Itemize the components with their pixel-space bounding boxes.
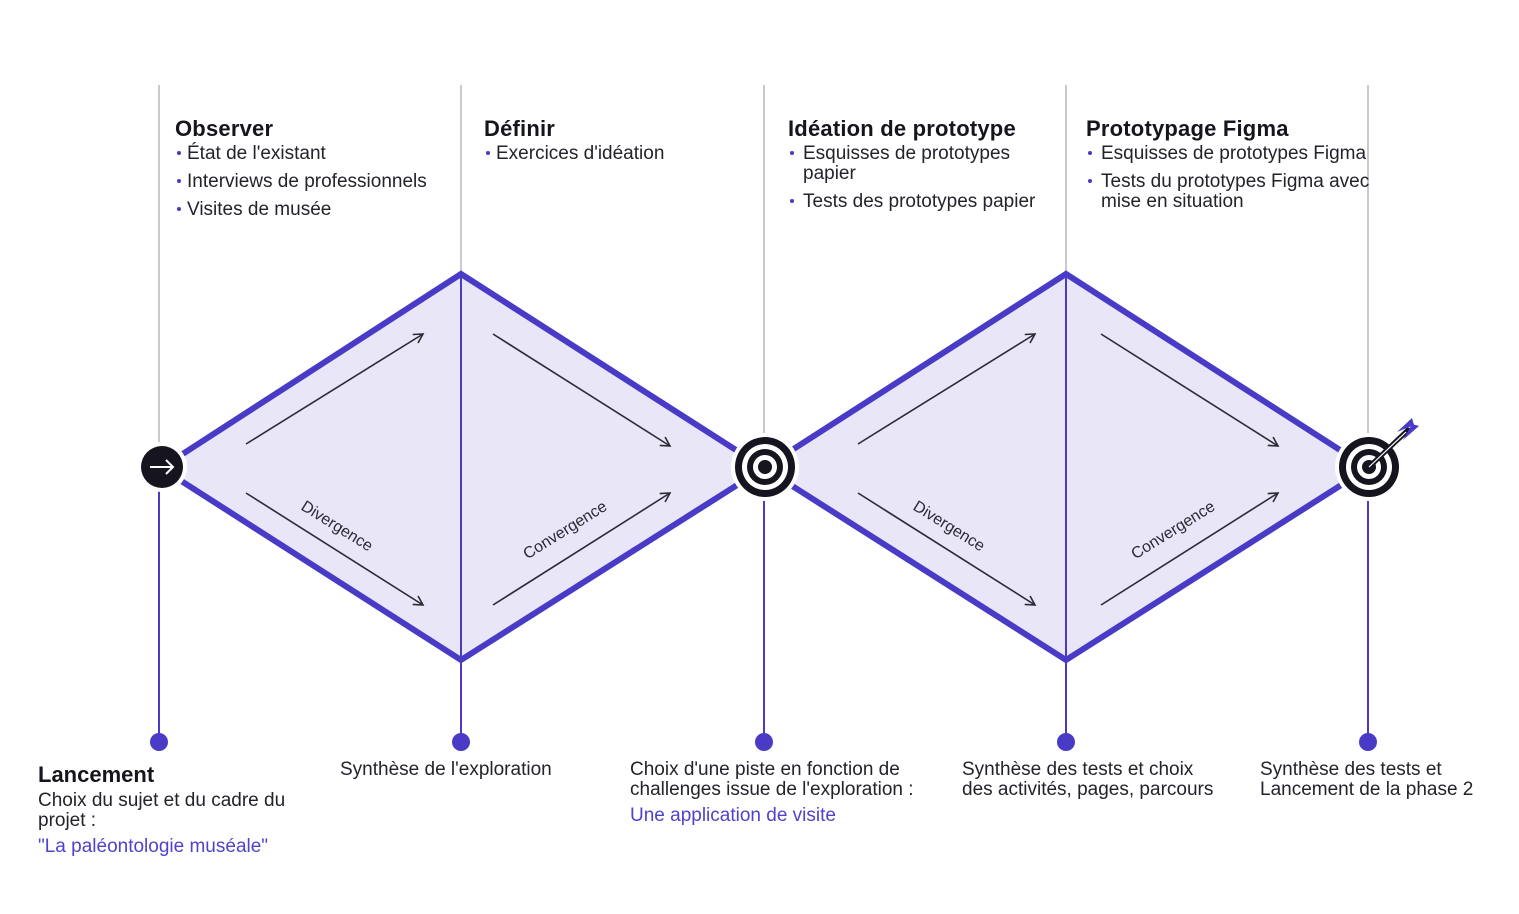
divergence-arrow-down <box>857 492 1037 606</box>
phase-title: Définir <box>484 116 556 141</box>
divergence-arrow-up <box>245 333 425 445</box>
milestone-synthese-tests-1: Synthèse des tests et choix des activité… <box>962 760 1222 800</box>
phase-items: Esquisses de prototypes papier Tests des… <box>788 144 1058 212</box>
convergence-arrow-up <box>1100 492 1280 606</box>
divergence-arrow-down <box>245 492 425 606</box>
phase-item: Esquisses de prototypes Figma <box>1086 144 1371 164</box>
phase-observer: Observer État de l'existant Interviews d… <box>175 116 465 228</box>
milestone-text: Synthèse des tests et choix des activité… <box>962 759 1214 800</box>
milestone-highlight: "La paléontologie muséale" <box>38 836 269 857</box>
milestone-dot <box>1057 733 1075 751</box>
phase-title: Prototypage Figma <box>1086 116 1289 141</box>
milestone-lancement: Lancement Choix du sujet et du cadre du … <box>38 762 308 857</box>
milestone-text: Synthèse des tests et Lancement de la ph… <box>1260 759 1474 800</box>
phase-items: État de l'existant Interviews de profess… <box>175 144 465 220</box>
phase-items: Esquisses de prototypes Figma Tests du p… <box>1086 144 1371 212</box>
phase-item: Visites de musée <box>175 200 465 220</box>
milestone-dot <box>1359 733 1377 751</box>
milestone-text: Choix du sujet et du cadre du projet : <box>38 790 286 831</box>
milestone-dot <box>150 733 168 751</box>
milestone-text: Synthèse de l'exploration <box>340 759 552 780</box>
milestone-dot <box>755 733 773 751</box>
phase-item: État de l'existant <box>175 144 465 164</box>
phase-title: Idéation de prototype <box>788 116 1016 141</box>
milestone-text: Choix d'une piste en fonction de challen… <box>630 759 914 800</box>
divergence-arrow-up <box>857 333 1037 445</box>
phase-items: Exercices d'idéation <box>484 144 754 164</box>
milestone-synthese-exploration: Synthèse de l'exploration <box>340 760 600 780</box>
convergence-arrow-down <box>1100 333 1280 447</box>
phase-item: Tests des prototypes papier <box>788 192 1058 212</box>
target-icon <box>731 433 799 501</box>
phase-title: Observer <box>175 116 274 141</box>
grid-lines <box>158 85 1369 450</box>
phase-item: Interviews de professionnels <box>175 172 465 192</box>
phase-definir: Définir Exercices d'idéation <box>484 116 754 172</box>
phase-item: Exercices d'idéation <box>484 144 754 164</box>
target-with-dart-icon <box>1335 418 1419 501</box>
milestone-highlight: Une application de visite <box>630 805 836 826</box>
milestone-dot <box>452 733 470 751</box>
phase-item: Esquisses de prototypes papier <box>788 144 1058 184</box>
phase-item: Tests du prototypes Figma avec mise en s… <box>1086 172 1371 212</box>
phase-ideation: Idéation de prototype Esquisses de proto… <box>788 116 1058 220</box>
arrow-right-icon <box>137 442 187 492</box>
diamond-discovery <box>155 270 770 664</box>
convergence-arrow-down <box>492 333 672 447</box>
milestone-choix-piste: Choix d'une piste en fonction de challen… <box>630 760 930 826</box>
milestone-synthese-tests-2: Synthèse des tests et Lancement de la ph… <box>1260 760 1500 800</box>
phase-prototypage: Prototypage Figma Esquisses de prototype… <box>1086 116 1371 220</box>
milestone-title: Lancement <box>38 762 155 787</box>
convergence-arrow-up <box>492 492 672 606</box>
